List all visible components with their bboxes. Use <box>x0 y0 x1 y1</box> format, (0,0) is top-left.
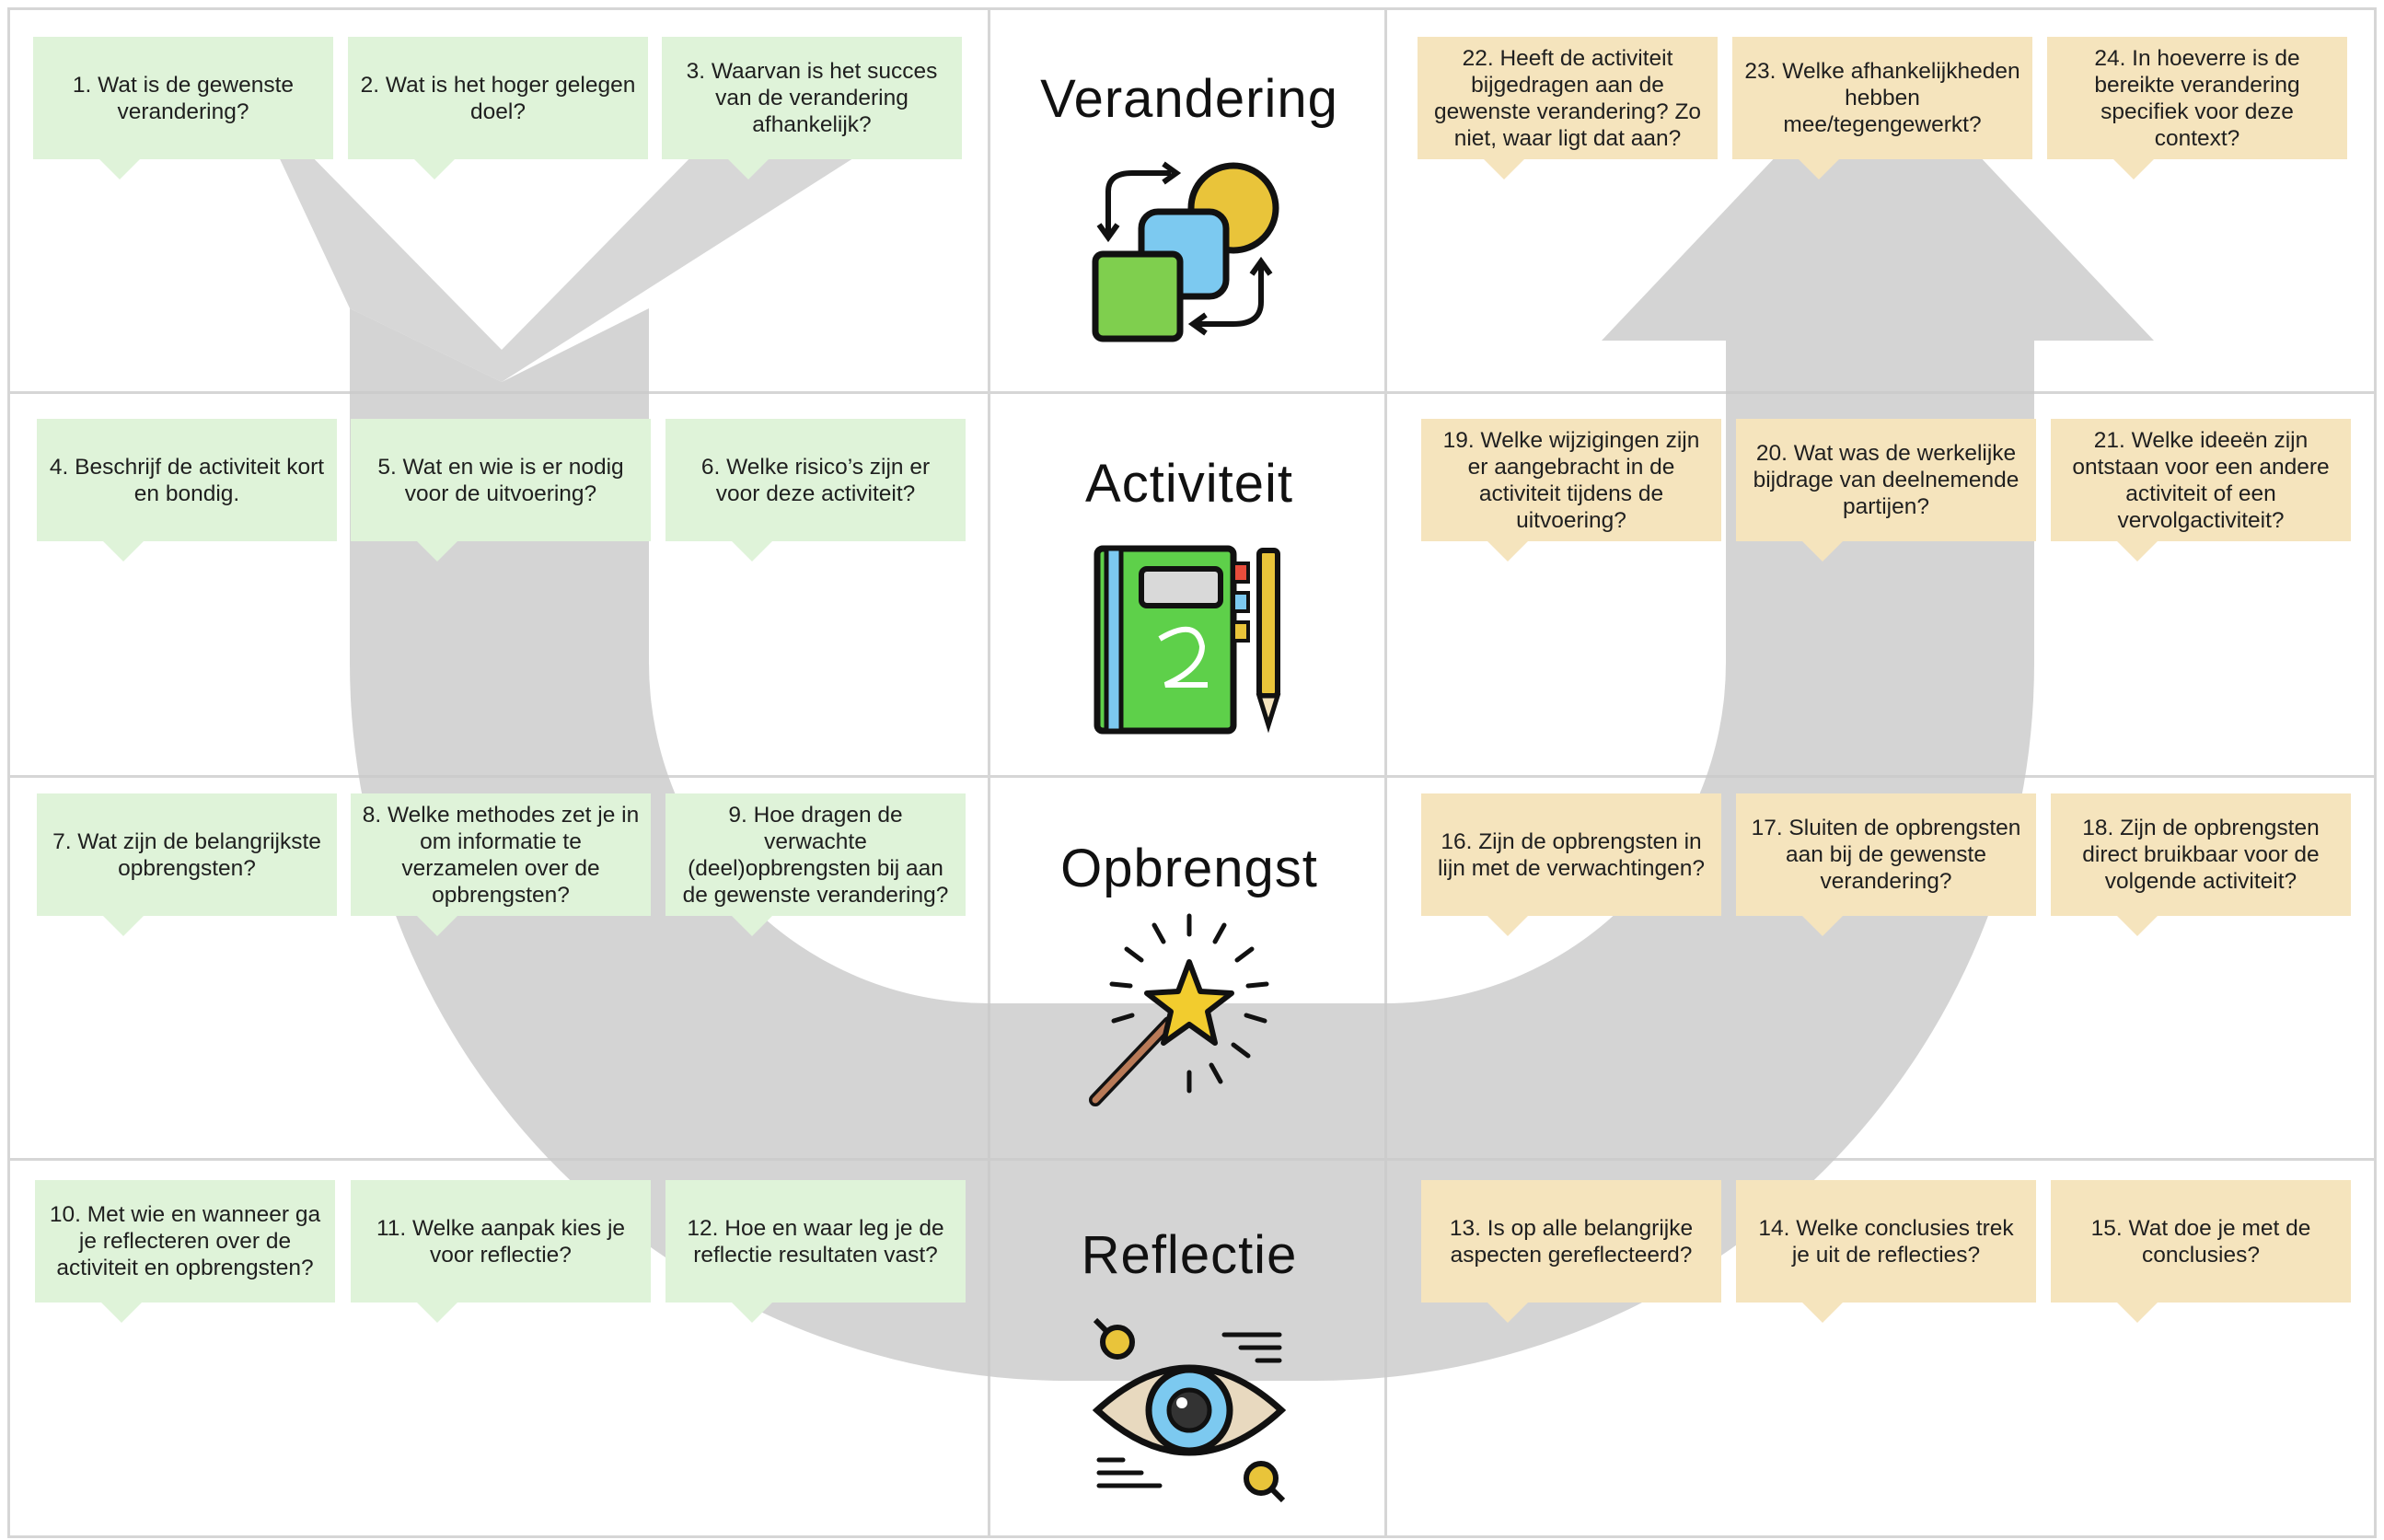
question-card-22: 22. Heeft de activiteit bijgedragen aan … <box>1418 37 1718 179</box>
question-card-12: 12. Hoe en waar leg je de reflectie resu… <box>665 1180 966 1323</box>
notebook-pencil-icon <box>1094 545 1281 735</box>
question-card-18: 18. Zijn de opbrengsten direct bruikbaar… <box>2051 793 2351 936</box>
question-card-3: 3. Waarvan is het succes van de verander… <box>662 37 962 179</box>
question-card-11: 11. Welke aanpak kies je voor reflectie? <box>351 1180 651 1323</box>
question-card-7: 7. Wat zijn de belangrijkste opbrengsten… <box>37 793 337 936</box>
question-card-8: 8. Welke methodes zet je in om informati… <box>351 793 651 936</box>
question-card-2: 2. Wat is het hoger gelegen doel? <box>348 37 648 179</box>
grid-line-right <box>2374 7 2377 1537</box>
question-card-9: 9. Hoe dragen de verwachte (deel)opbreng… <box>665 793 966 936</box>
row-title-activiteit: Activiteit <box>1085 454 1293 514</box>
grid-line-bottom <box>7 1535 2377 1538</box>
grid-line-row-1 <box>7 391 2377 394</box>
question-card-24: 24. In hoeverre is de bereikte veranderi… <box>2047 37 2347 179</box>
question-card-23: 23. Welke afhankelijkheden hebben mee/te… <box>1732 37 2032 179</box>
question-card-14: 14. Welke conclusies trek je uit de refl… <box>1736 1180 2036 1323</box>
grid-line-left <box>7 7 10 1537</box>
question-card-16: 16. Zijn de opbrengsten in lijn met de v… <box>1421 793 1721 936</box>
question-card-6: 6. Welke risico’s zijn er voor deze acti… <box>665 419 966 562</box>
shapes-change-icon <box>1092 161 1279 342</box>
question-card-10: 10. Met wie en wanneer ga je reflecteren… <box>35 1180 335 1323</box>
grid-line-row-2 <box>7 775 2377 778</box>
u-flow-arrow-shape <box>350 49 2154 1381</box>
grid-line-center-right <box>1384 7 1387 1537</box>
row-title-verandering: Verandering <box>1040 69 1338 129</box>
grid-line-center-left <box>988 7 990 1537</box>
row-title-reflectie: Reflectie <box>1081 1225 1298 1285</box>
question-card-20: 20. Wat was de werkelijke bijdrage van d… <box>1736 419 2036 562</box>
question-card-17: 17. Sluiten de opbrengsten aan bij de ge… <box>1736 793 2036 936</box>
question-card-5: 5. Wat en wie is er nodig voor de uitvoe… <box>351 419 651 562</box>
row-title-opbrengst: Opbrengst <box>1060 839 1318 898</box>
grid-line-top <box>7 7 2377 10</box>
question-card-1: 1. Wat is de gewenste verandering? <box>33 37 333 179</box>
question-card-21: 21. Welke ideeën zijn ontstaan voor een … <box>2051 419 2351 562</box>
question-card-4: 4. Beschrijf de activiteit kort en bondi… <box>37 419 337 562</box>
magic-wand-icon <box>1089 913 1269 1106</box>
question-card-15: 15. Wat doe je met de conclusies? <box>2051 1180 2351 1323</box>
question-card-19: 19. Welke wijzigingen zijn er aangebrach… <box>1421 419 1721 562</box>
question-card-13: 13. Is op alle belangrijke aspecten gere… <box>1421 1180 1721 1323</box>
u-flow-arrow-top-chevron <box>249 92 957 382</box>
eye-analysis-icon <box>1092 1317 1287 1503</box>
